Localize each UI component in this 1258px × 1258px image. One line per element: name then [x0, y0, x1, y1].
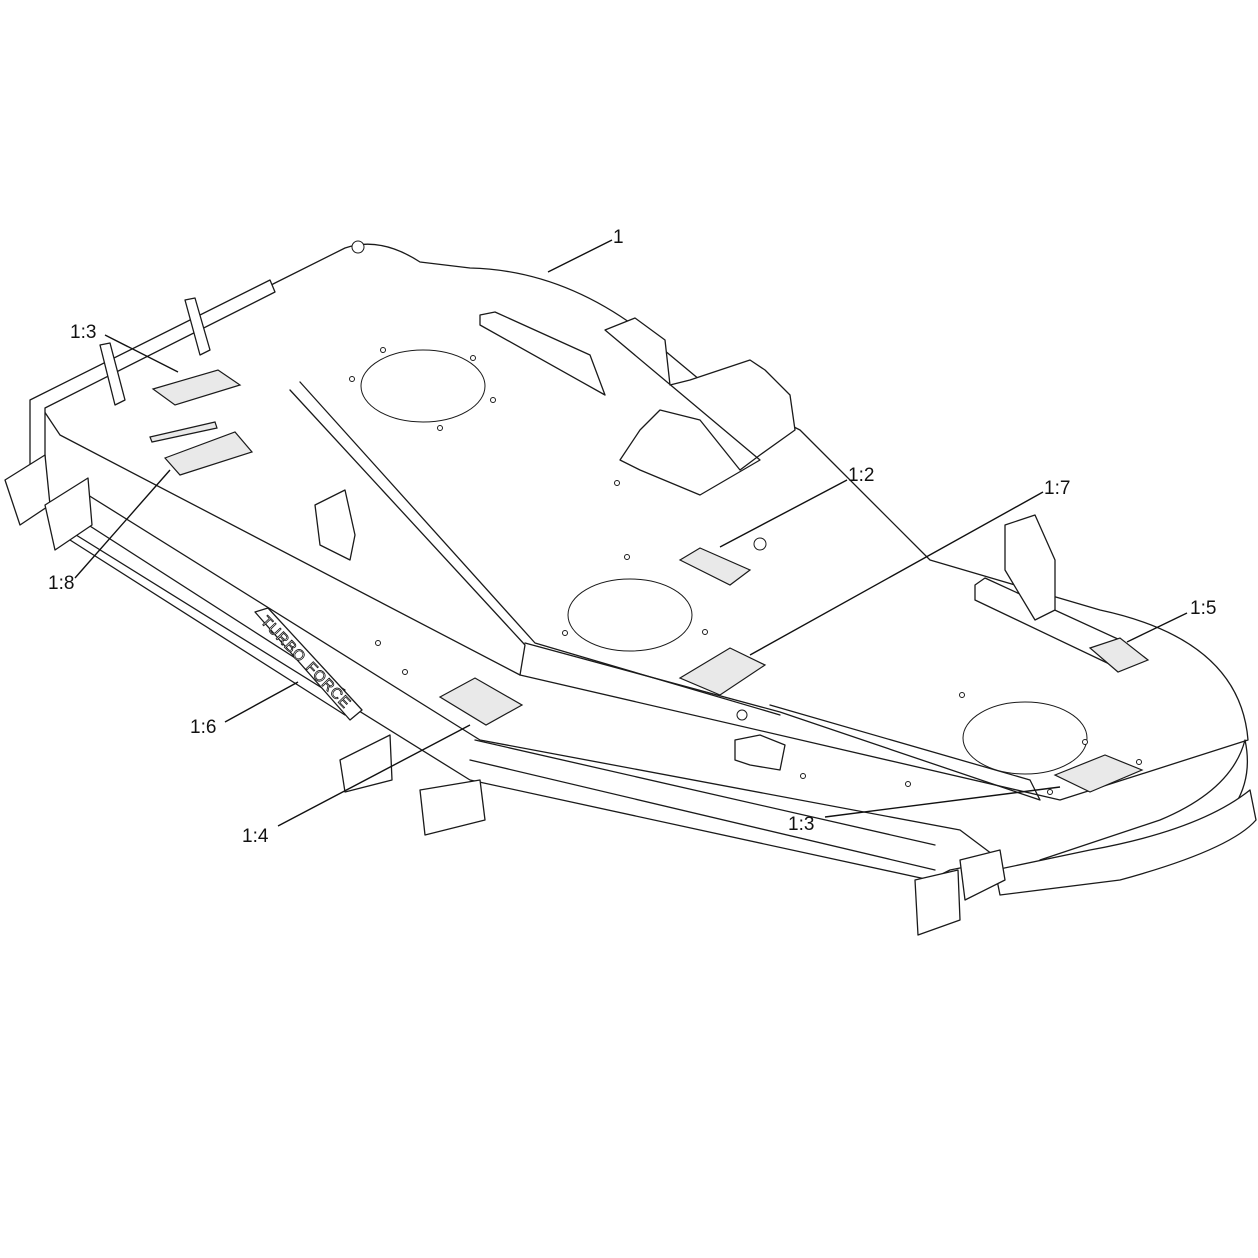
callout-labels: 1 1:3 1:8 1:2 1:7 1:5 1:6 1:4 1:3: [48, 227, 1216, 847]
rear-tab-2: [99, 342, 126, 406]
decal-1-3-left: [151, 369, 242, 406]
leader-1-6: [224, 681, 299, 723]
callout-1-7: 1:7: [1044, 478, 1070, 499]
callout-1: 1: [613, 227, 624, 248]
leader-lines: [74, 239, 1188, 827]
callout-1-6: 1:6: [190, 717, 216, 738]
decal-1-3-right: [1053, 754, 1144, 793]
decal-1-4: [438, 677, 524, 726]
bolt-holes: [349, 240, 1142, 795]
decal-1-8-strip: [149, 421, 218, 443]
decal-1-5: [1088, 637, 1150, 673]
front-tube: [64, 509, 936, 871]
callout-1-4: 1:4: [242, 826, 269, 847]
leader-1-3-right: [824, 786, 1061, 818]
leader-1: [547, 239, 613, 273]
height-bracket-5: [914, 869, 961, 936]
height-bracket-3: [339, 734, 393, 793]
deck-ridge-right: [524, 642, 1041, 801]
spindle-opening-center: [567, 578, 693, 652]
mount-bracket-right: [1004, 514, 1056, 621]
callout-1-3-right: 1:3: [788, 814, 814, 835]
leader-1-7: [749, 491, 1044, 656]
leader-1-5: [1126, 612, 1188, 643]
spindle-opening-left: [360, 349, 486, 423]
mount-bracket-center: [734, 734, 786, 771]
callout-1-8: 1:8: [48, 573, 74, 594]
height-bracket-1: [4, 454, 51, 526]
leader-1-4: [277, 724, 471, 827]
leader-1-3-left: [104, 334, 179, 373]
rear-tab-1: [184, 297, 211, 356]
leader-1-8: [74, 469, 171, 579]
callout-1-5: 1:5: [1190, 598, 1216, 619]
mount-bracket-left: [314, 489, 356, 561]
discharge-bracket: [604, 317, 796, 496]
mower-deck: TURBO FORCE: [4, 240, 1257, 936]
decal-1-8: [163, 431, 254, 476]
baffle-strip-rear: [479, 311, 606, 396]
height-bracket-2: [44, 477, 93, 551]
decal-1-2: [678, 547, 752, 586]
height-bracket-6: [959, 849, 1006, 901]
spindle-opening-right: [962, 701, 1088, 775]
deck-bumper: [994, 789, 1257, 896]
decal-1-7: [678, 647, 767, 696]
callout-1-3-left: 1:3: [70, 322, 96, 343]
deck-ridge: [289, 381, 781, 716]
leader-1-2: [719, 479, 848, 548]
callout-1-2: 1:2: [848, 465, 874, 486]
height-bracket-4: [419, 779, 486, 836]
